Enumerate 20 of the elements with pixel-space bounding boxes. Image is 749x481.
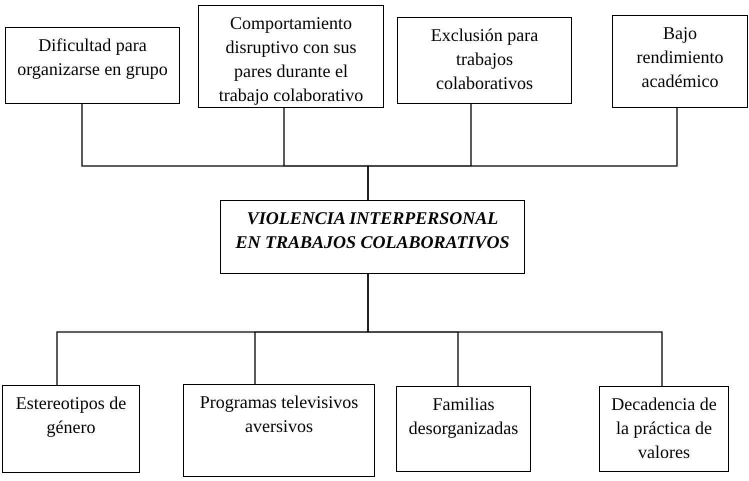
cause-box	[198, 5, 384, 108]
central-problem-box	[220, 200, 525, 274]
effect-box	[183, 384, 375, 477]
node-label: Exclusión para trabajos colaborativos	[430, 24, 540, 95]
node-label: Familias desorganizadas	[408, 393, 520, 440]
node-label: Estereotipos de género	[14, 392, 128, 439]
cause-box	[5, 27, 180, 104]
node-label: VIOLENCIA INTERPERSONAL EN TRABAJOS COLABORATIVOS	[234, 207, 511, 254]
node-label: Programas televisivos aversivos	[198, 391, 360, 438]
node-label: Dificultad para organizarse en grupo	[16, 34, 169, 81]
effect-box	[396, 386, 531, 472]
connector-line	[367, 274, 663, 386]
connector-line	[367, 108, 678, 200]
effect-box	[599, 386, 729, 472]
cause-box	[612, 15, 748, 108]
node-label: Decadencia de la práctica de valores	[610, 393, 718, 464]
cause-box	[397, 17, 572, 104]
effect-box	[2, 385, 140, 473]
node-label: Comportamiento disruptivo con sus pares durante el trabajo colaborativo	[218, 12, 364, 107]
node-label: Bajo rendimiento académico	[636, 22, 724, 93]
